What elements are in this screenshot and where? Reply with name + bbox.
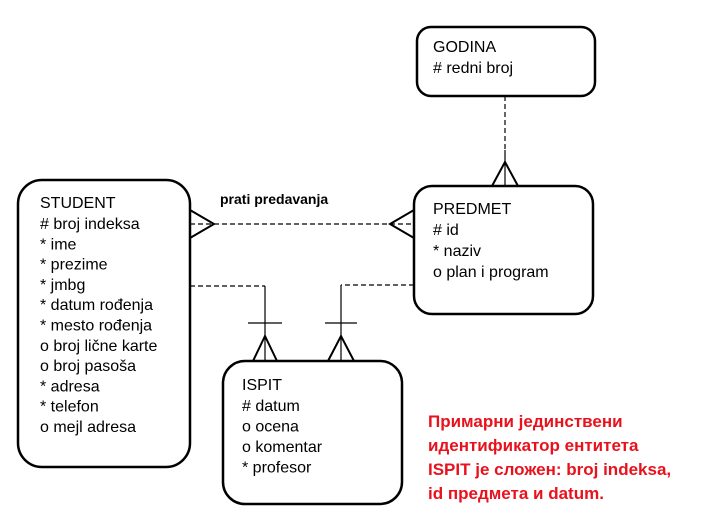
entity-title: PREDMET	[433, 201, 511, 218]
attribute: * mesto rođenja	[40, 318, 152, 335]
note-line: ISPIT је сложен: broj indeksa,	[428, 460, 672, 479]
relationship-godina-predmet	[491, 96, 519, 187]
attribute: o mejl adresa	[40, 419, 136, 436]
crow-foot-icon	[491, 159, 519, 187]
attribute: o broj pasoša	[40, 358, 136, 375]
relationship-student-predmet: prati predavanja	[189, 191, 415, 239]
relationship-student-ispit	[190, 285, 282, 362]
relationship-predmet-ispit	[325, 284, 414, 362]
attribute: * ime	[40, 236, 77, 253]
entity-box	[221, 359, 404, 506]
annotation-note: Примарни јединствени идентификатор ентит…	[428, 410, 723, 506]
note-line: Примарни јединствени	[428, 412, 623, 431]
entity-godina[interactable]: GODINA # redni broj	[415, 25, 597, 98]
entity-box	[16, 178, 192, 469]
crow-foot-icon	[189, 209, 216, 239]
attribute: * profesor	[242, 460, 312, 477]
attribute: o broj lične karte	[40, 338, 157, 355]
attribute: * naziv	[433, 243, 481, 260]
entity-student[interactable]: STUDENT # broj indeksa * ime * prezime * jm…	[16, 178, 192, 469]
attribute: # id	[433, 222, 459, 239]
entity-predmet[interactable]: PREDMET # id * naziv o plan i program	[412, 184, 595, 316]
attribute: # broj indeksa	[40, 216, 140, 233]
attribute-list: # datum o ocena o komentar * profesor	[242, 398, 323, 477]
attribute: # datum	[242, 398, 300, 415]
attribute: o plan i program	[433, 264, 549, 281]
entity-title: STUDENT	[40, 195, 116, 212]
entity-title: GODINA	[433, 39, 496, 56]
attribute: * prezime	[40, 257, 108, 274]
attribute: * datum rođenja	[40, 297, 153, 314]
attribute: o ocena	[242, 419, 299, 436]
entity-box	[415, 25, 597, 98]
crow-foot-icon	[252, 333, 278, 362]
attribute: o komentar	[242, 439, 323, 456]
crow-foot-icon	[327, 333, 355, 362]
relationship-label: prati predavanja	[220, 191, 328, 207]
attribute: * adresa	[40, 378, 100, 395]
crow-foot-icon	[388, 209, 415, 239]
attribute-list: # id * naziv o plan i program	[433, 222, 549, 281]
attribute-list: # broj indeksa * ime * prezime * jmbg * datu…	[40, 216, 157, 436]
attribute: * jmbg	[40, 277, 85, 294]
note-line: идентификатор ентитета	[428, 436, 639, 455]
entity-ispit[interactable]: ISPIT # datum o ocena o komentar * profesor	[221, 359, 404, 506]
attribute-list: # redni broj	[433, 60, 513, 77]
entity-box	[412, 184, 595, 316]
attribute: * telefon	[40, 399, 99, 416]
entity-title: ISPIT	[242, 377, 282, 394]
note-line: id предмета и datum.	[428, 484, 604, 503]
attribute: # redni broj	[433, 60, 513, 77]
